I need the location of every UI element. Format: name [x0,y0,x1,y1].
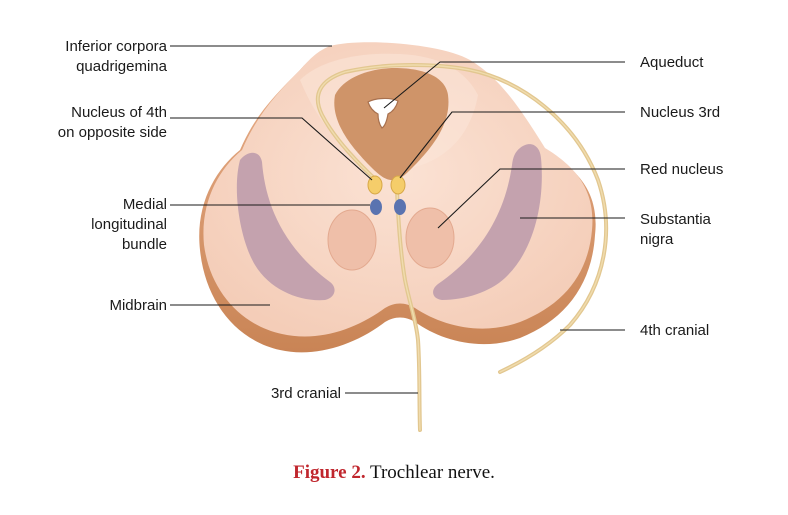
substantia-nigra-left [236,152,335,301]
label-inferior-corpora-line2: quadrigemina [76,58,168,75]
label-mlb-line1: Medial [123,196,167,213]
red-nucleus-right [405,207,455,269]
caption-text: Trochlear nerve. [370,462,495,483]
caption-figure-number: Figure 2. [293,462,366,483]
figure-caption: Figure 2. Trochlear nerve. [0,462,788,484]
label-mlb-line3: bundle [122,236,167,253]
label-third-cranial: 3rd cranial [271,385,341,402]
label-midbrain: Midbrain [109,297,167,314]
nucleus-3rd [390,175,406,195]
red-nucleus-left [327,209,377,271]
fourth-cranial-nerve-core [317,64,607,373]
substantia-nigra-right [433,144,542,300]
label-nucleus-3rd: Nucleus 3rd [640,104,720,121]
leader-red-nucleus [437,168,625,229]
label-nucleus-4th-line2: on opposite side [58,124,167,141]
label-substantia-line1: Substantia [640,211,712,228]
nucleus-4th [367,175,383,195]
mlb-right [394,199,406,215]
label-fourth-cranial: 4th cranial [640,322,709,339]
label-nucleus-4th-line1: Nucleus of 4th [71,104,167,121]
leader-nucleus-4th [170,117,373,181]
label-substantia-line2: nigra [640,231,674,248]
aqueduct-opening [367,97,399,129]
label-red-nucleus: Red nucleus [640,161,723,178]
label-aqueduct: Aqueduct [640,54,704,71]
label-inferior-corpora-line1: Inferior corpora [65,38,167,55]
trochlear-nerve-diagram: Inferior corpora quadrigemina Nucleus of… [58,38,723,432]
label-mlb-line2: longitudinal [91,216,167,233]
leader-nucleus-3rd [399,111,625,179]
leader-aqueduct [383,61,625,109]
third-cranial-nerve-core [396,189,421,431]
mlb-left [370,199,382,215]
